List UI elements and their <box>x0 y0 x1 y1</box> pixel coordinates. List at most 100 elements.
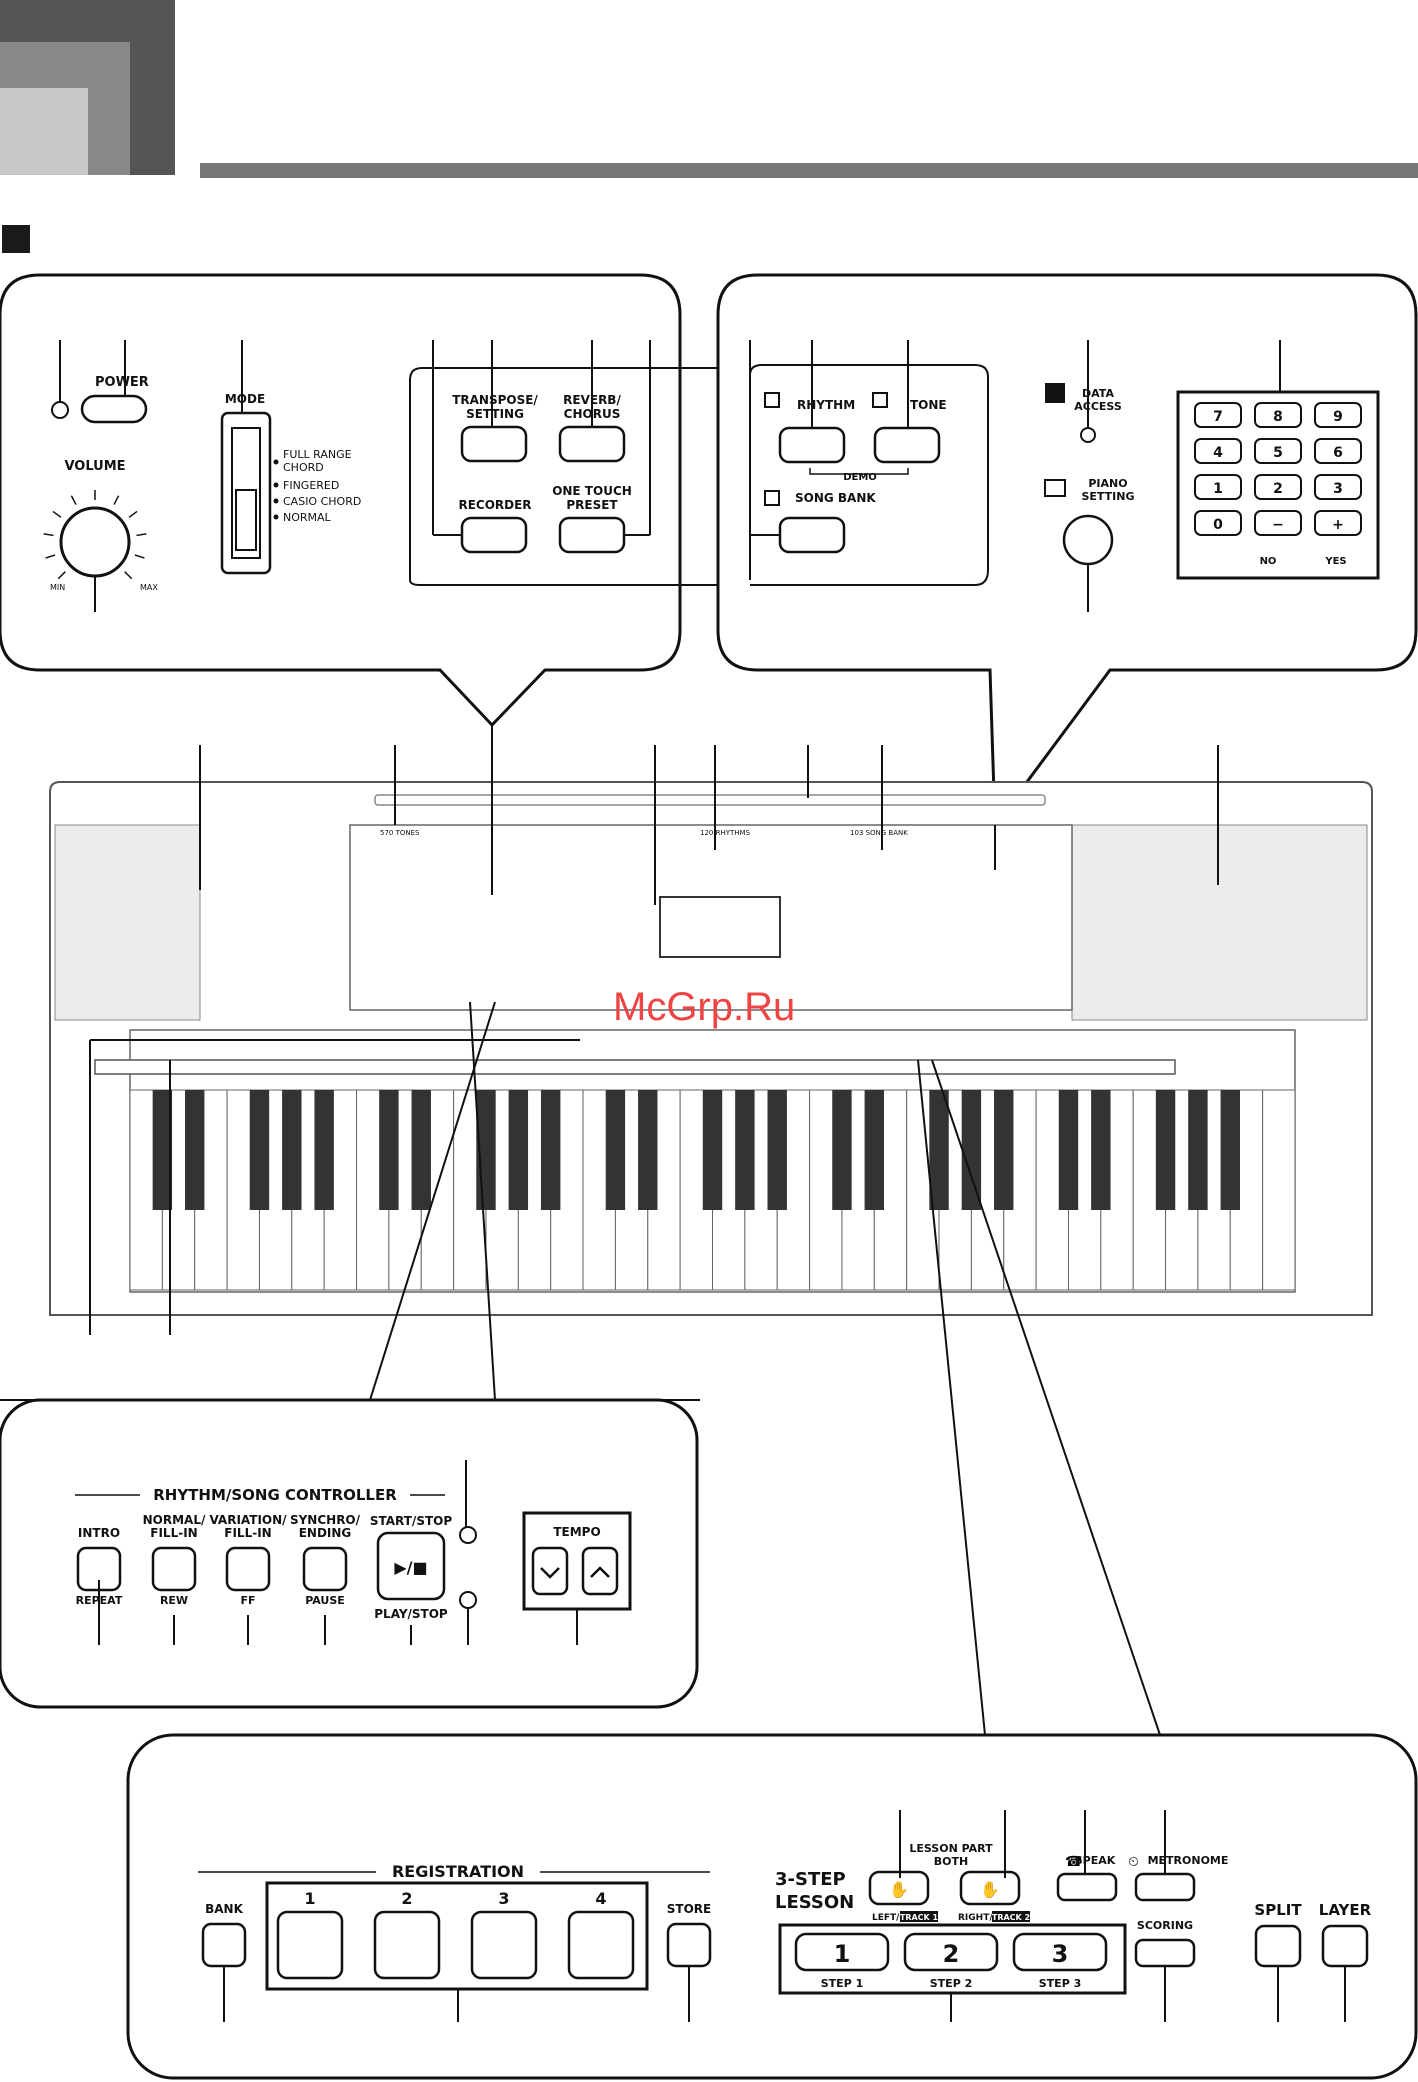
keypad-key-6[interactable] <box>1194 474 1242 500</box>
black-key[interactable] <box>508 1090 529 1210</box>
split-button[interactable] <box>1254 1924 1302 1968</box>
piano-setting-button[interactable] <box>1062 514 1114 566</box>
section-square <box>2 225 30 253</box>
black-key[interactable] <box>735 1090 755 1210</box>
keypad-key-label: 4 <box>1213 445 1223 461</box>
black-key[interactable] <box>1091 1090 1111 1210</box>
keypad-key-8[interactable] <box>1314 474 1362 500</box>
black-key[interactable] <box>152 1090 173 1210</box>
registration-button-3[interactable] <box>470 1910 538 1980</box>
no-label: NO <box>1260 556 1277 567</box>
step-button-1[interactable] <box>794 1932 890 1972</box>
transpose-button[interactable] <box>460 425 528 463</box>
mode-option-normal: NORMAL <box>283 511 332 524</box>
keypad-key-2[interactable] <box>1314 402 1362 428</box>
reverb-button[interactable] <box>558 425 626 463</box>
black-key[interactable] <box>1155 1090 1176 1210</box>
rhythm-controller-button-3[interactable] <box>302 1546 348 1592</box>
black-key[interactable] <box>961 1090 982 1210</box>
registration-button-1[interactable] <box>276 1910 344 1980</box>
black-key[interactable] <box>411 1090 431 1210</box>
mode-slider-knob[interactable] <box>235 489 257 551</box>
rhythm-button[interactable] <box>778 426 846 464</box>
keypad-key-9[interactable] <box>1194 510 1242 536</box>
layer-label: LAYER <box>1319 1901 1372 1919</box>
volume-tick <box>57 571 66 580</box>
scoring-button[interactable] <box>1134 1938 1196 1968</box>
black-key[interactable] <box>605 1090 626 1210</box>
layer-button[interactable] <box>1321 1924 1369 1968</box>
right-speaker <box>1071 824 1368 1021</box>
keypad-key-3[interactable] <box>1194 438 1242 464</box>
black-key[interactable] <box>929 1090 949 1210</box>
transpose-label-1: TRANSPOSE/ <box>452 393 538 407</box>
black-key[interactable] <box>379 1090 399 1210</box>
header-bar <box>200 163 1418 178</box>
volume-tick <box>128 510 138 518</box>
data-access-label-2: ACCESS <box>1074 400 1122 413</box>
rhythm-button-bottom-label: FF <box>240 1594 255 1607</box>
black-key[interactable] <box>994 1090 1014 1210</box>
black-key[interactable] <box>314 1090 334 1210</box>
rhythm-controller-button-1[interactable] <box>151 1546 197 1592</box>
volume-knob[interactable] <box>59 506 131 578</box>
bank-button[interactable] <box>201 1922 247 1968</box>
black-key[interactable] <box>282 1090 302 1210</box>
keypad-key-4[interactable] <box>1254 438 1302 464</box>
tempo-up-button[interactable] <box>581 1546 619 1596</box>
power-button[interactable] <box>80 394 148 424</box>
keypad-key-7[interactable] <box>1254 474 1302 500</box>
one-touch-preset-button[interactable] <box>558 516 626 554</box>
rhythm-button-top-label: VARIATION/ <box>209 1513 287 1527</box>
mode-option-fingered: FINGERED <box>283 479 339 492</box>
black-key[interactable] <box>832 1090 852 1210</box>
black-key[interactable] <box>185 1090 205 1210</box>
black-key[interactable] <box>702 1090 723 1210</box>
power-section: POWER <box>51 375 149 424</box>
rhythm-tone-block: RHYTHM TONE DEMO SONG BANK <box>749 364 989 586</box>
track2-label: TRACK 2 <box>992 1913 1030 1922</box>
start-stop-button[interactable] <box>376 1531 446 1601</box>
black-key[interactable] <box>864 1090 885 1210</box>
song-bank-button[interactable] <box>778 516 846 554</box>
black-key[interactable] <box>1220 1090 1240 1210</box>
black-key[interactable] <box>638 1090 658 1210</box>
step-button-3[interactable] <box>1012 1932 1108 1972</box>
registration-button-4[interactable] <box>567 1910 635 1980</box>
black-key[interactable] <box>1188 1090 1208 1210</box>
black-key[interactable] <box>540 1090 561 1210</box>
keypad-key-label: 8 <box>1273 409 1283 425</box>
keypad-key-10[interactable] <box>1254 510 1302 536</box>
store-button[interactable] <box>666 1922 712 1968</box>
tempo-block: TEMPO <box>522 1511 632 1611</box>
step-label: STEP 1 <box>821 1977 864 1990</box>
black-key[interactable] <box>767 1090 787 1210</box>
mode-option-casio-chord: CASIO CHORD <box>283 495 361 508</box>
keypad-key-label: − <box>1272 517 1284 533</box>
registration-button-2[interactable] <box>373 1910 441 1980</box>
yes-label: YES <box>1324 556 1346 567</box>
volume-tick <box>45 554 56 559</box>
speak-button[interactable] <box>1056 1872 1118 1902</box>
black-key[interactable] <box>1058 1090 1079 1210</box>
keypad-key-5[interactable] <box>1314 438 1362 464</box>
black-key[interactable] <box>249 1090 270 1210</box>
keypad-key-0[interactable] <box>1194 402 1242 428</box>
white-key[interactable] <box>1262 1089 1296 1291</box>
tone-button[interactable] <box>873 426 941 464</box>
volume-tick <box>52 510 62 518</box>
tempo-label: TEMPO <box>553 1525 600 1539</box>
song-bank-count: 103 SONG BANK <box>850 829 908 837</box>
tempo-down-button[interactable] <box>531 1546 569 1596</box>
rhythm-controller-button-2[interactable] <box>225 1546 271 1592</box>
keypad-key-label: + <box>1332 517 1344 533</box>
speak-label: SPEAK <box>1075 1854 1116 1867</box>
keypad-key-11[interactable] <box>1314 510 1362 536</box>
right-hand-button[interactable] <box>959 1870 1021 1906</box>
step-button-2[interactable] <box>903 1932 999 1972</box>
step-label: STEP 2 <box>930 1977 973 1990</box>
metronome-button[interactable] <box>1134 1872 1196 1902</box>
recorder-button[interactable] <box>460 516 528 554</box>
keypad-key-1[interactable] <box>1254 402 1302 428</box>
